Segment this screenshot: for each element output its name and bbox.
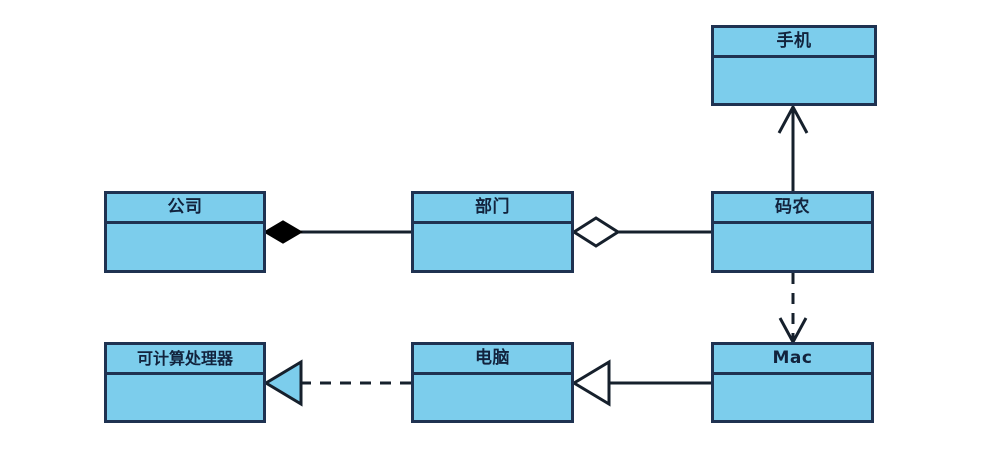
hollow-diamond-marker <box>571 216 621 248</box>
filled-diamond-marker <box>263 220 303 244</box>
class-node-phone[interactable]: 手机 <box>711 25 877 106</box>
open-arrow-marker <box>777 103 809 134</box>
class-node-processor[interactable]: 可计算处理器 <box>104 342 266 423</box>
class-body-processor <box>107 375 263 420</box>
class-name-company: 公司 <box>107 194 263 224</box>
hollow-triangle-marker <box>263 359 303 407</box>
class-body-department <box>414 224 571 270</box>
open-arrow-marker <box>778 317 808 346</box>
class-name-processor: 可计算处理器 <box>107 345 263 375</box>
class-name-computer: 电脑 <box>414 345 571 375</box>
class-body-mac <box>714 375 871 420</box>
class-name-mac: Mac <box>714 345 871 375</box>
class-node-mac[interactable]: Mac <box>711 342 874 423</box>
edge-composition-company-department[interactable] <box>263 220 411 244</box>
class-name-phone: 手机 <box>714 28 874 58</box>
edge-realization-computer-processor[interactable] <box>263 359 411 407</box>
class-node-computer[interactable]: 电脑 <box>411 342 574 423</box>
class-body-phone <box>714 58 874 103</box>
class-node-department[interactable]: 部门 <box>411 191 574 273</box>
class-name-department: 部门 <box>414 194 571 224</box>
class-node-company[interactable]: 公司 <box>104 191 266 273</box>
hollow-triangle-marker <box>571 359 611 407</box>
edge-association-coder-phone[interactable] <box>777 103 809 191</box>
class-name-coder: 码农 <box>714 194 871 224</box>
edge-aggregation-department-coder[interactable] <box>571 216 711 248</box>
class-node-coder[interactable]: 码农 <box>711 191 874 273</box>
edge-generalization-mac-computer[interactable] <box>571 359 711 407</box>
class-body-computer <box>414 375 571 420</box>
class-body-coder <box>714 224 871 270</box>
edge-dependency-coder-mac[interactable] <box>778 273 808 346</box>
class-body-company <box>107 224 263 270</box>
